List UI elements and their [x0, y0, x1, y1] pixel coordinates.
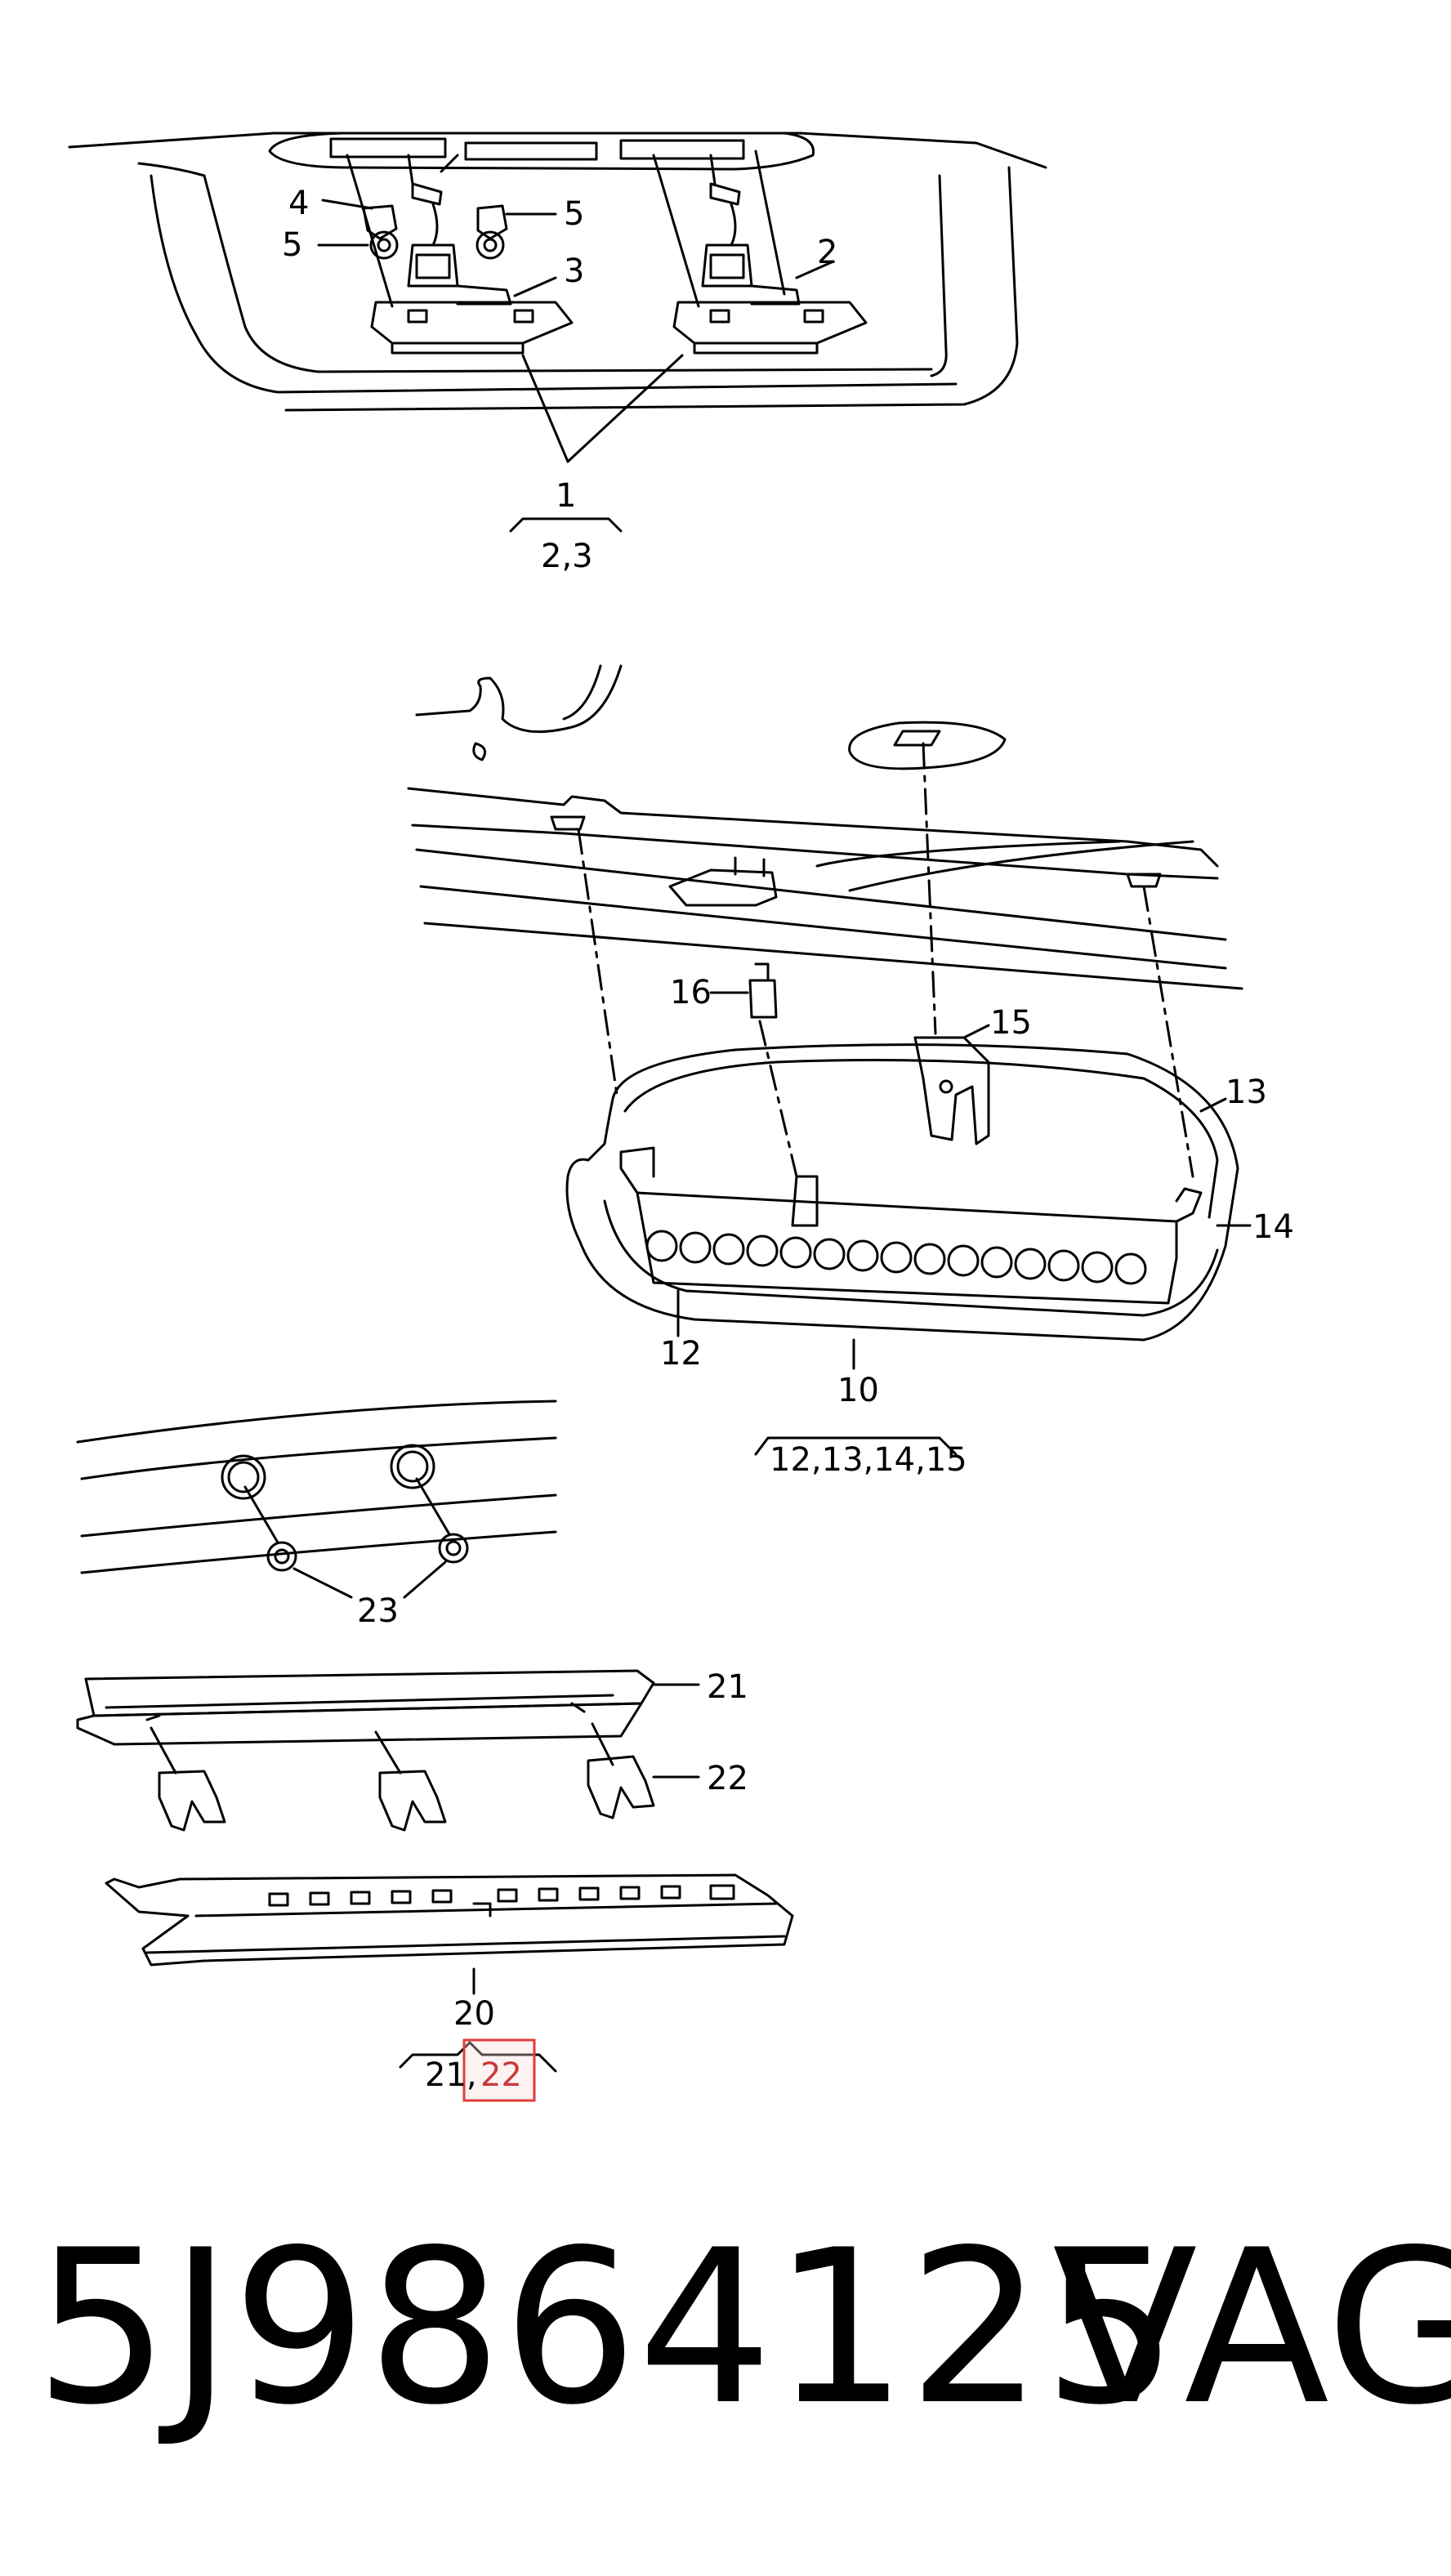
lamp-right — [672, 243, 868, 355]
lens-section — [76, 1669, 700, 1832]
label-4: 4 — [288, 185, 309, 222]
label-2: 2 — [817, 234, 837, 271]
section1-leaders — [317, 150, 835, 533]
led-row — [645, 1230, 1147, 1285]
brake-light-housing — [565, 1043, 1239, 1342]
section2-leaders — [577, 742, 1194, 1178]
label-20-sub-22: 22 — [480, 2056, 522, 2094]
label-10: 10 — [837, 1372, 879, 1409]
label-23: 23 — [357, 1592, 399, 1630]
assembly-section — [105, 1873, 794, 2073]
label-22: 22 — [707, 1760, 748, 1797]
section2-label-leaders — [676, 991, 1252, 1456]
part-number: 5J9864125 — [34, 2205, 1179, 2452]
lamp-connectors — [362, 154, 741, 260]
callout-labels: 4 5 5 3 2 1 2,3 16 15 13 14 12 10 12,13,… — [282, 185, 1294, 2094]
label-20: 20 — [453, 1995, 495, 2033]
label-10-sub: 12,13,14,15 — [770, 1441, 967, 1479]
label-20-sub-21: 21, — [425, 2056, 477, 2094]
label-1: 1 — [556, 477, 576, 515]
label-1-sub: 2,3 — [541, 538, 593, 575]
label-5-right: 5 — [564, 195, 584, 233]
label-3: 3 — [564, 252, 584, 290]
brake-light-parts — [748, 962, 990, 1227]
roof-lining-section — [68, 132, 1047, 412]
label-15: 15 — [990, 1004, 1032, 1042]
label-21: 21 — [707, 1668, 748, 1706]
lamp-left — [370, 243, 574, 355]
highlight-box — [462, 2038, 536, 2102]
label-12: 12 — [660, 1335, 702, 1373]
rear-hatch-section — [407, 664, 1243, 990]
label-5-left: 5 — [282, 226, 302, 264]
grommet-section — [76, 1400, 557, 1599]
label-13: 13 — [1226, 1074, 1267, 1111]
label-16: 16 — [670, 974, 712, 1011]
label-14: 14 — [1252, 1208, 1294, 1246]
brand-name: VAG — [1052, 2205, 1451, 2452]
